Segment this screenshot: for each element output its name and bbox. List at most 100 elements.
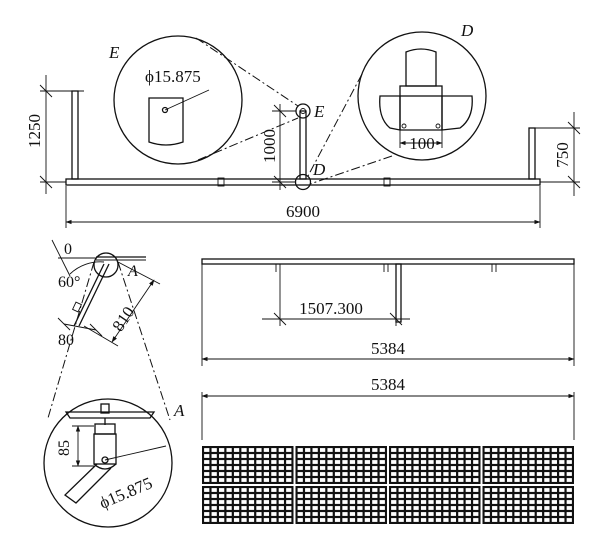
solar-cell [492, 472, 498, 476]
solar-cell [364, 512, 370, 516]
solar-cell [342, 472, 348, 476]
solar-cell [211, 472, 217, 476]
solar-cell [514, 494, 520, 498]
dim-1250-tick-bottom [39, 175, 53, 189]
solar-cell [248, 448, 255, 452]
pivot-D-label: D [312, 160, 326, 179]
solar-cell [379, 448, 385, 452]
solar-cell [492, 454, 498, 458]
solar-cell [372, 448, 378, 452]
solar-cell [327, 454, 333, 458]
solar-cell [391, 460, 397, 464]
solar-cell [226, 506, 232, 510]
detail-D-label: D [460, 21, 474, 40]
solar-cell [233, 448, 240, 452]
solar-cell [465, 518, 471, 522]
solar-cell [241, 472, 247, 476]
solar-cell [473, 494, 479, 498]
solar-cell [271, 454, 277, 458]
side-angle-ext [51, 239, 71, 277]
solar-cell [473, 472, 479, 476]
solar-cell [204, 512, 210, 516]
solar-cell [559, 466, 565, 470]
solar-cell [435, 460, 442, 464]
solar-cell [484, 454, 490, 458]
solar-cell [435, 494, 442, 498]
solar-cell [458, 500, 464, 504]
solar-cell [263, 494, 270, 498]
solar-cell [544, 488, 550, 492]
solar-cell [286, 472, 292, 476]
solar-cell [263, 488, 270, 492]
solar-cell [443, 506, 449, 510]
solar-cell [219, 506, 225, 510]
solar-cell [529, 472, 535, 476]
solar-cell [372, 518, 378, 522]
solar-cell [420, 478, 427, 482]
dim-1000-label: 1000 [260, 129, 279, 163]
solar-cell [226, 466, 232, 470]
side-arm-joint [71, 301, 83, 313]
solar-cell [297, 518, 303, 522]
solar-cell [278, 518, 284, 522]
solar-cell [334, 472, 341, 476]
solar-cell [506, 448, 513, 452]
solar-cell [349, 494, 356, 498]
solar-cell [398, 454, 404, 458]
solar-cell [492, 488, 498, 492]
solar-cell [413, 460, 419, 464]
solar-cell [413, 488, 419, 492]
solar-cell [458, 512, 464, 516]
solar-cell [312, 454, 318, 458]
detail-A-label: A [173, 401, 185, 420]
solar-cell [544, 454, 550, 458]
solar-cell [514, 478, 520, 482]
detail-A-bracket [93, 433, 117, 465]
solar-cell [248, 512, 255, 516]
solar-cell [544, 472, 550, 476]
dim-80-tick-right [89, 323, 103, 337]
solar-cell [458, 494, 464, 498]
solar-cell [506, 454, 513, 458]
solar-cell [544, 512, 550, 516]
solar-cell [521, 500, 528, 504]
dim-1250-label: 1250 [25, 114, 44, 148]
detail-E-label: E [108, 43, 120, 62]
solar-cell [379, 488, 385, 492]
solar-cell [334, 466, 341, 470]
solar-cell [226, 448, 232, 452]
solar-cell [263, 472, 270, 476]
solar-cell [428, 448, 434, 452]
solar-cell [391, 454, 397, 458]
panel-array-view: 5384 [201, 375, 575, 524]
solar-cell [342, 506, 348, 510]
solar-cell [458, 466, 464, 470]
solar-cell [357, 460, 363, 464]
solar-panel-frame [202, 486, 294, 524]
solar-cell [435, 506, 442, 510]
solar-cell [428, 494, 434, 498]
solar-cell [443, 512, 449, 516]
solar-cell [413, 454, 419, 458]
solar-cell [248, 460, 255, 464]
solar-cell [566, 488, 572, 492]
solar-cell [271, 518, 277, 522]
side-view: 60° 0 A 810 80 [51, 239, 161, 349]
solar-cell [256, 512, 262, 516]
solar-cell [536, 472, 543, 476]
solar-cell [420, 512, 427, 516]
solar-cell [241, 460, 247, 464]
solar-cell [492, 478, 498, 482]
solar-cell [364, 478, 370, 482]
solar-cell [349, 460, 356, 464]
dim-100-label: 100 [409, 134, 435, 153]
solar-cell [334, 506, 341, 510]
solar-cell [529, 488, 535, 492]
detail-D-base-block [379, 95, 473, 131]
solar-cell [514, 500, 520, 504]
solar-cell [305, 500, 311, 504]
solar-cell [271, 460, 277, 464]
solar-cell [521, 478, 528, 482]
solar-cell [484, 518, 490, 522]
solar-cell [506, 460, 513, 464]
